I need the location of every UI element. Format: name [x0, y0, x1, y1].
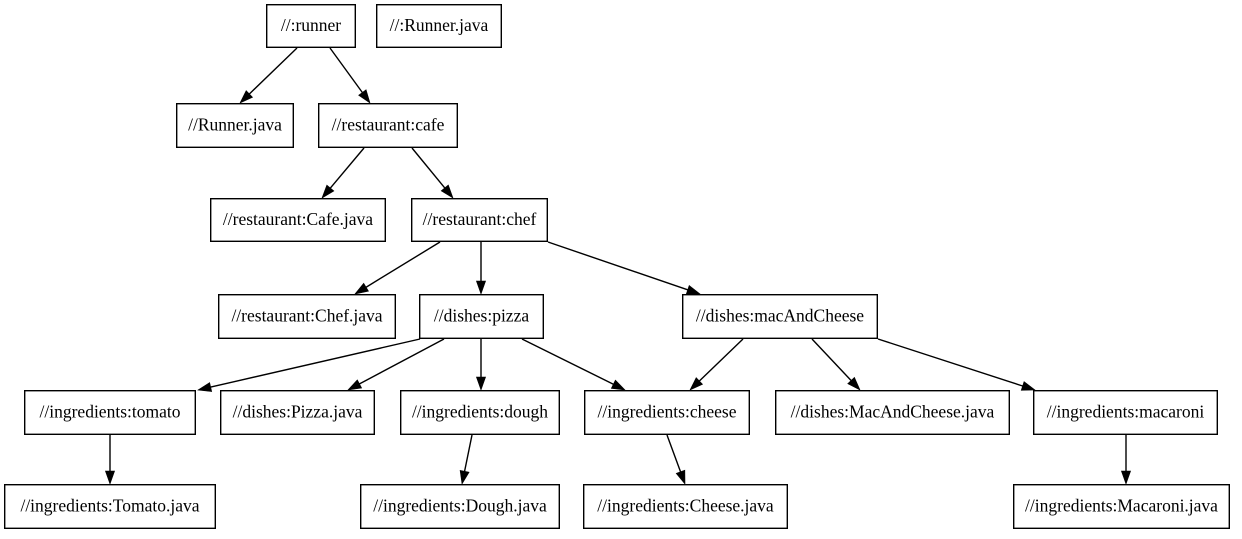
node-box[interactable] [584, 390, 751, 436]
node-ingredients_tomato_java[interactable]: //ingredients:Tomato.java [3, 484, 217, 530]
node-label: //restaurant:cafe [332, 115, 445, 135]
edge-restaurant_cafe-to-restaurant_chef [411, 147, 454, 199]
edge-restaurant_chef-to-dishes_pizza [475, 242, 487, 295]
arrowhead-icon [675, 469, 686, 485]
node-box[interactable] [209, 197, 387, 242]
node-box[interactable] [682, 294, 879, 340]
edge-dishes_macandcheese-to-ingredients_macaroni [877, 338, 1036, 391]
edge-ingredients_dough-to-ingredients_dough_java [459, 434, 473, 485]
arrowhead-icon [358, 89, 371, 104]
node-label: //restaurant:Chef.java [231, 306, 382, 326]
node-ingredients_cheese_java[interactable]: //ingredients:Cheese.java [583, 484, 789, 530]
edge-dishes_pizza-to-ingredients_cheese [521, 338, 626, 391]
edge-ingredients_cheese-to-ingredients_cheese_java [666, 434, 686, 485]
node-label: //dishes:pizza [434, 306, 529, 326]
node-label: //ingredients:cheese [598, 402, 737, 422]
node-label: //dishes:macAndCheese [696, 306, 864, 326]
arrowhead-icon [1020, 381, 1036, 391]
node-label: //dishes:MacAndCheese.java [791, 402, 995, 422]
edge-runner-to-restaurant_cafe [329, 47, 371, 104]
arrowhead-icon [239, 90, 254, 104]
arrowhead-icon [685, 284, 701, 295]
node-ingredients_macaroni[interactable]: //ingredients:macaroni [1032, 390, 1218, 436]
node-label: //ingredients:tomato [40, 402, 181, 422]
node-box[interactable] [1032, 390, 1218, 436]
arrowhead-icon [347, 379, 363, 391]
edge-restaurant_chef-to-restaurant_chef_java [354, 241, 441, 295]
arrowhead-icon [104, 470, 116, 485]
edge-restaurant_chef-to-dishes_macandcheese [547, 241, 701, 295]
node-box[interactable] [583, 484, 789, 530]
node-runner_java[interactable]: //Runner.java [175, 102, 294, 148]
edge-dishes_macandcheese-to-ingredients_cheese [689, 338, 744, 391]
arrowhead-icon [610, 379, 626, 391]
node-box[interactable] [419, 294, 545, 340]
node-label: //dishes:Pizza.java [233, 402, 363, 422]
node-restaurant_chef_java[interactable]: //restaurant:Chef.java [217, 294, 397, 340]
edge-dishes_macandcheese-to-dishes_mac_java [811, 338, 861, 391]
arrowhead-icon [197, 382, 213, 392]
node-dishes_macandcheese[interactable]: //dishes:macAndCheese [682, 294, 879, 340]
node-ingredients_macaroni_java[interactable]: //ingredients:Macaroni.java [1013, 484, 1231, 530]
node-label: //ingredients:macaroni [1047, 402, 1205, 422]
node-runner[interactable]: //:runner [266, 3, 357, 48]
node-label: //ingredients:Cheese.java [597, 496, 774, 516]
node-restaurant_chef[interactable]: //restaurant:chef [411, 197, 549, 242]
arrowhead-icon [475, 376, 487, 391]
arrowhead-icon [475, 280, 487, 295]
node-label: //restaurant:chef [423, 209, 537, 229]
node-box[interactable] [217, 294, 397, 340]
node-label: //ingredients:Tomato.java [20, 496, 199, 516]
node-box[interactable] [1013, 484, 1231, 530]
node-label: //restaurant:Cafe.java [223, 209, 373, 229]
node-box[interactable] [411, 197, 549, 242]
arrowhead-icon [459, 469, 470, 485]
node-dishes_mac_java[interactable]: //dishes:MacAndCheese.java [775, 390, 1011, 436]
node-box[interactable] [175, 102, 294, 148]
node-ingredients_dough[interactable]: //ingredients:dough [400, 390, 561, 436]
node-box[interactable] [3, 484, 217, 530]
node-label: //:runner [281, 15, 341, 35]
node-box[interactable] [24, 390, 197, 436]
node-ingredients_cheese[interactable]: //ingredients:cheese [584, 390, 751, 436]
node-label: //ingredients:Dough.java [373, 496, 547, 516]
edge-dishes_pizza-to-ingredients_dough [475, 339, 487, 391]
node-box[interactable] [376, 3, 503, 48]
node-box[interactable] [360, 484, 561, 530]
node-label: //:Runner.java [390, 15, 489, 35]
arrowhead-icon [847, 376, 861, 391]
arrowhead-icon [440, 184, 454, 199]
arrowhead-icon [354, 282, 369, 295]
node-dishes_pizza_java[interactable]: //dishes:Pizza.java [219, 390, 376, 436]
node-restaurant_cafe[interactable]: //restaurant:cafe [318, 102, 459, 148]
edge-dishes_pizza-to-ingredients_tomato [197, 338, 421, 392]
node-ingredients_tomato[interactable]: //ingredients:tomato [24, 390, 197, 436]
arrowhead-icon [321, 184, 335, 199]
node-ingredients_dough_java[interactable]: //ingredients:Dough.java [360, 484, 561, 530]
edge-runner-to-runner_java [239, 47, 298, 104]
node-box[interactable] [775, 390, 1011, 436]
node-box[interactable] [266, 3, 357, 48]
edge-ingredients_tomato-to-ingredients_tomato_java [104, 435, 116, 485]
node-label: //ingredients:dough [412, 402, 548, 422]
node-box[interactable] [400, 390, 561, 436]
node-box[interactable] [219, 390, 376, 436]
node-restaurant_cafe_java[interactable]: //restaurant:Cafe.java [209, 197, 387, 242]
edge-ingredients_macaroni-to-ingredients_macaroni_java [1120, 435, 1132, 485]
node-dishes_pizza[interactable]: //dishes:pizza [419, 294, 545, 340]
node-label: //ingredients:Macaroni.java [1025, 496, 1218, 516]
arrowhead-icon [689, 377, 704, 391]
arrowhead-icon [1120, 470, 1132, 485]
node-label: //Runner.java [188, 115, 282, 135]
edge-dishes_pizza-to-dishes_pizza_java [347, 338, 445, 391]
node-runner_java_root[interactable]: //:Runner.java [376, 3, 503, 48]
nodes-layer: //:runner //:Runner.java //Runner.java //re… [3, 3, 1231, 530]
edge-restaurant_cafe-to-restaurant_cafe_java [321, 147, 365, 199]
edges-layer [104, 47, 1132, 485]
node-box[interactable] [318, 102, 459, 148]
